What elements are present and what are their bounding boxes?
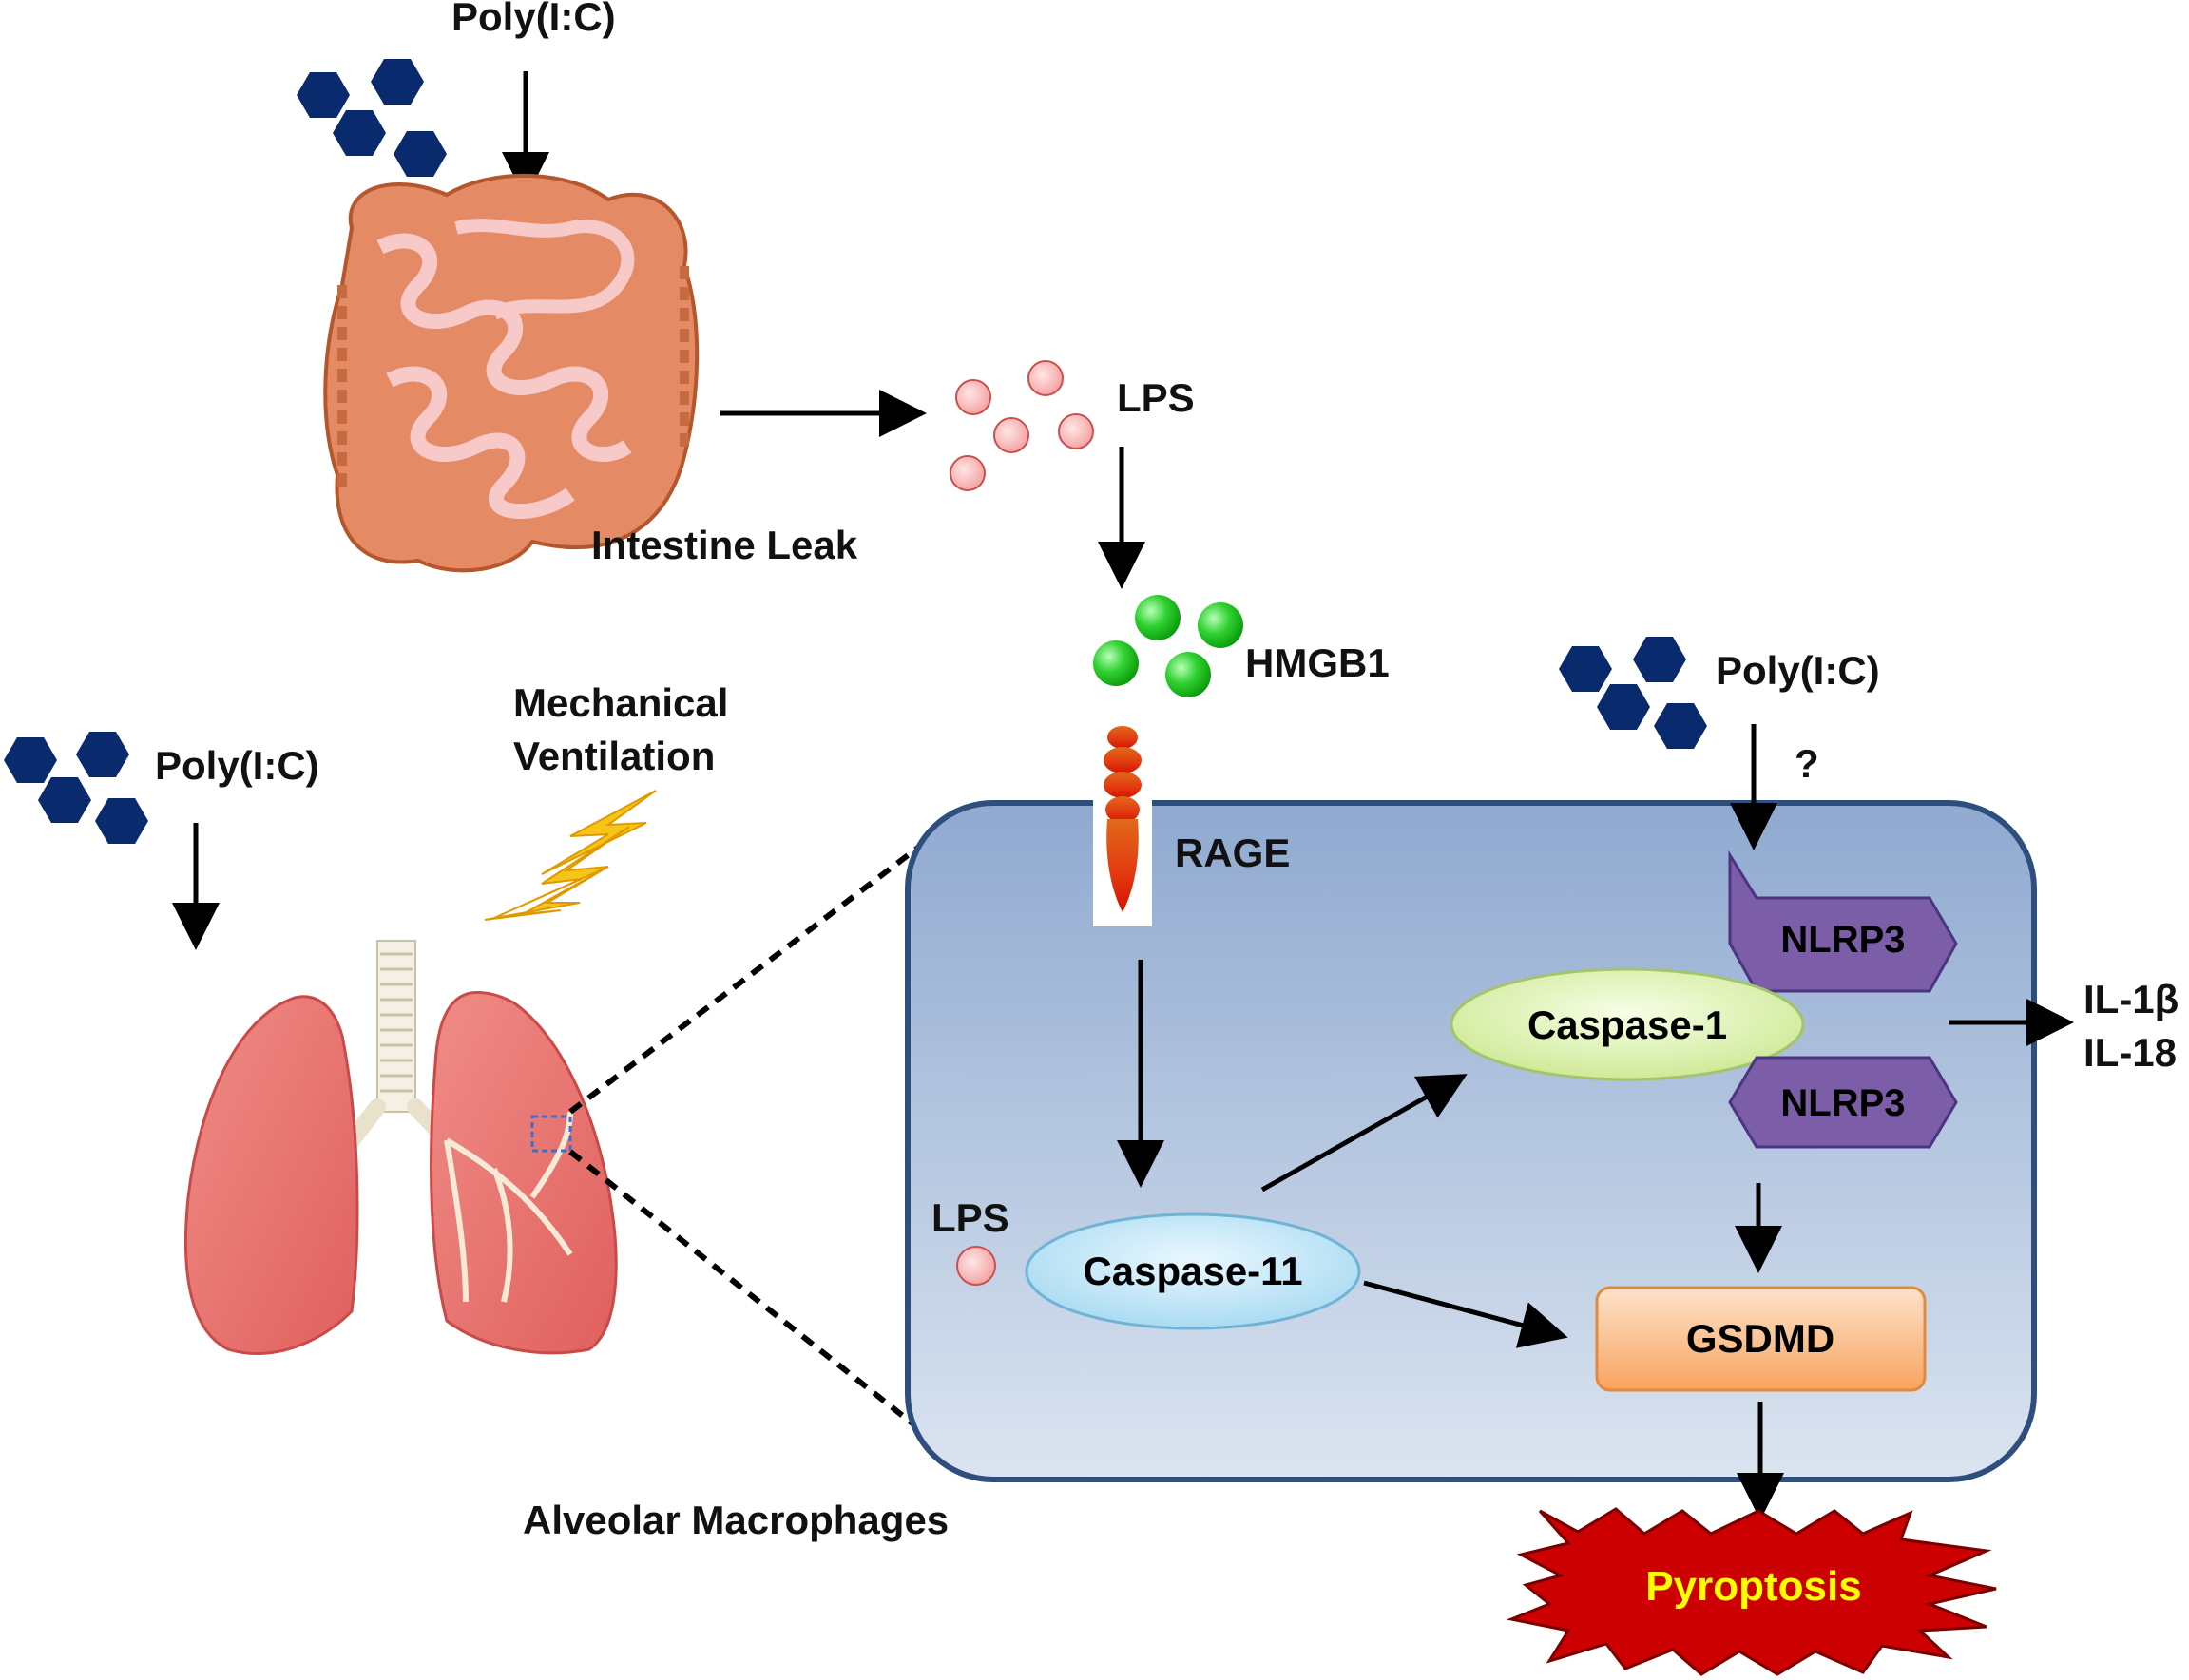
arrow-caspase11-to-caspase1 bbox=[1260, 1074, 1468, 1193]
lightning-bolt-icon bbox=[484, 790, 657, 921]
rage-receptor bbox=[1093, 722, 1152, 926]
lps-cell-label: LPS bbox=[931, 1195, 1009, 1240]
polyic-right-label: Poly(I:C) bbox=[1716, 648, 1880, 693]
nlrp3-top bbox=[1728, 850, 1958, 993]
il18-label: IL-18 bbox=[2083, 1030, 2177, 1075]
nlrp3-bottom-label: NLRP3 bbox=[1780, 1082, 1905, 1124]
intestine-illustration bbox=[323, 173, 700, 573]
caspase1 bbox=[1450, 967, 1805, 1081]
polyic-hexagons-top bbox=[297, 59, 447, 177]
arrow-caspase11-to-gsdmd bbox=[1363, 1280, 1568, 1348]
zoom-line-top bbox=[568, 838, 929, 1115]
left-lung bbox=[183, 995, 359, 1355]
caspase11-label: Caspase-11 bbox=[1083, 1249, 1302, 1293]
hmgb1-label: HMGB1 bbox=[1245, 640, 1390, 685]
il1b-label: IL-1β bbox=[2083, 977, 2179, 1021]
caspase11 bbox=[1025, 1212, 1361, 1330]
caspase1-label: Caspase-1 bbox=[1527, 1002, 1727, 1047]
zoom-region-box bbox=[530, 1115, 572, 1153]
alveolar-macrophages-label: Alveolar Macrophages bbox=[523, 1498, 949, 1542]
intestine-leak-label: Intestine Leak bbox=[591, 523, 858, 567]
polyic-hexagons-right bbox=[1559, 637, 1707, 749]
gsdmd-box bbox=[1595, 1286, 1927, 1392]
polyic-top-label: Poly(I:C) bbox=[451, 0, 616, 39]
lps-particle-cell bbox=[956, 1246, 996, 1286]
rage-label: RAGE bbox=[1175, 830, 1290, 875]
lps-top-label: LPS bbox=[1117, 375, 1195, 420]
lps-particles-top bbox=[950, 360, 1094, 491]
nlrp3-top-label: NLRP3 bbox=[1780, 919, 1905, 961]
right-lung bbox=[430, 991, 618, 1355]
mechanical-ventilation-label-line2: Ventilation bbox=[513, 734, 715, 778]
question-mark: ? bbox=[1795, 741, 1819, 786]
nlrp3-bottom bbox=[1728, 1056, 1958, 1149]
polyic-hexagons-left bbox=[4, 732, 148, 844]
hmgb1-particles bbox=[1093, 595, 1243, 697]
zoom-line-bottom bbox=[568, 1149, 929, 1438]
gsdmd-label: GSDMD bbox=[1686, 1316, 1834, 1361]
pyroptosis-burst bbox=[1506, 1507, 1997, 1676]
mechanical-ventilation-label-line1: Mechanical bbox=[513, 680, 728, 725]
pyroptosis-label: Pyroptosis bbox=[1645, 1563, 1861, 1610]
polyic-left-label: Poly(I:C) bbox=[155, 743, 319, 788]
lungs-illustration bbox=[183, 940, 618, 1355]
